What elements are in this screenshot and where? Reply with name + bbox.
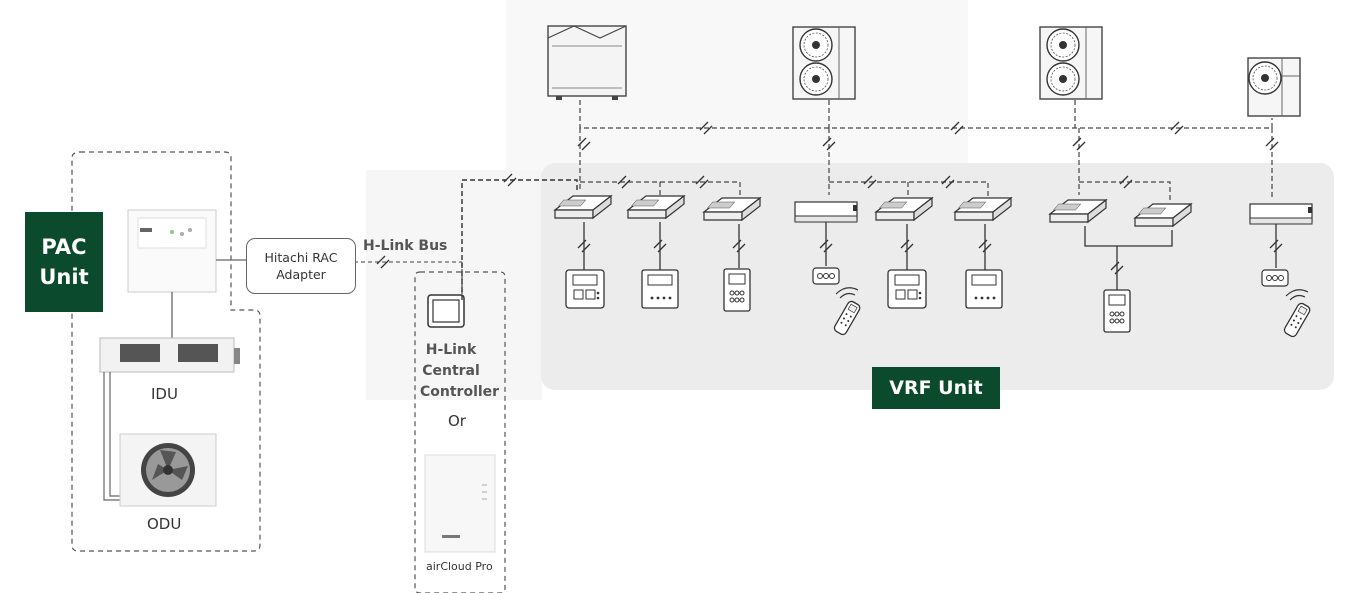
vrf-unit-label: VRF Unit bbox=[889, 377, 983, 399]
h-link-bus-label: H-Link Bus bbox=[363, 238, 448, 254]
odu-device bbox=[119, 433, 217, 507]
or-label: Or bbox=[448, 412, 466, 430]
pac-unit-line2: Unit bbox=[39, 265, 89, 289]
idu-label: IDU bbox=[151, 385, 178, 403]
controller-line2: Central bbox=[422, 363, 480, 379]
ducted-unit-icon bbox=[1249, 203, 1313, 225]
wall-controller-icon bbox=[887, 269, 927, 309]
aircloud-pro-label: airCloud Pro bbox=[426, 560, 493, 573]
pac-unit-line1: PAC bbox=[41, 235, 87, 259]
adapter-line1: Hitachi RAC bbox=[264, 250, 338, 265]
idu-device bbox=[99, 337, 240, 373]
controller-line3: Controller bbox=[420, 384, 500, 400]
wall-controller-icon bbox=[965, 269, 1003, 309]
wall-controller-icon bbox=[641, 269, 679, 309]
hitachi-rac-adapter-box: Hitachi RAC Adapter bbox=[246, 238, 356, 294]
controller-boundary bbox=[414, 271, 506, 593]
gateway-icon bbox=[424, 454, 496, 553]
pac-boundary bbox=[71, 151, 261, 552]
wall-controller-icon bbox=[565, 269, 605, 309]
vrf-unit-badge: VRF Unit bbox=[872, 367, 1000, 409]
pac-controller-device bbox=[127, 209, 217, 293]
odu-label: ODU bbox=[147, 515, 182, 533]
wall-controller-icon bbox=[723, 268, 751, 312]
outdoor-unit-icon bbox=[793, 27, 855, 99]
wall-controller-icon bbox=[1103, 289, 1131, 333]
outdoor-unit-icon bbox=[547, 25, 627, 101]
touch-controller-icon bbox=[427, 294, 465, 328]
outdoor-unit-icon bbox=[1040, 27, 1102, 99]
receiver-icon bbox=[812, 267, 840, 285]
outdoor-unit-icon bbox=[1248, 58, 1300, 116]
middle-backdrop bbox=[366, 170, 542, 400]
adapter-line2: Adapter bbox=[276, 267, 326, 282]
controller-line1: H-Link bbox=[425, 342, 477, 358]
ducted-unit-icon bbox=[794, 201, 858, 223]
receiver-icon bbox=[1261, 269, 1289, 287]
central-controller-label: H-Link Central Controller bbox=[420, 340, 500, 403]
pac-unit-badge: PAC Unit bbox=[25, 212, 103, 312]
